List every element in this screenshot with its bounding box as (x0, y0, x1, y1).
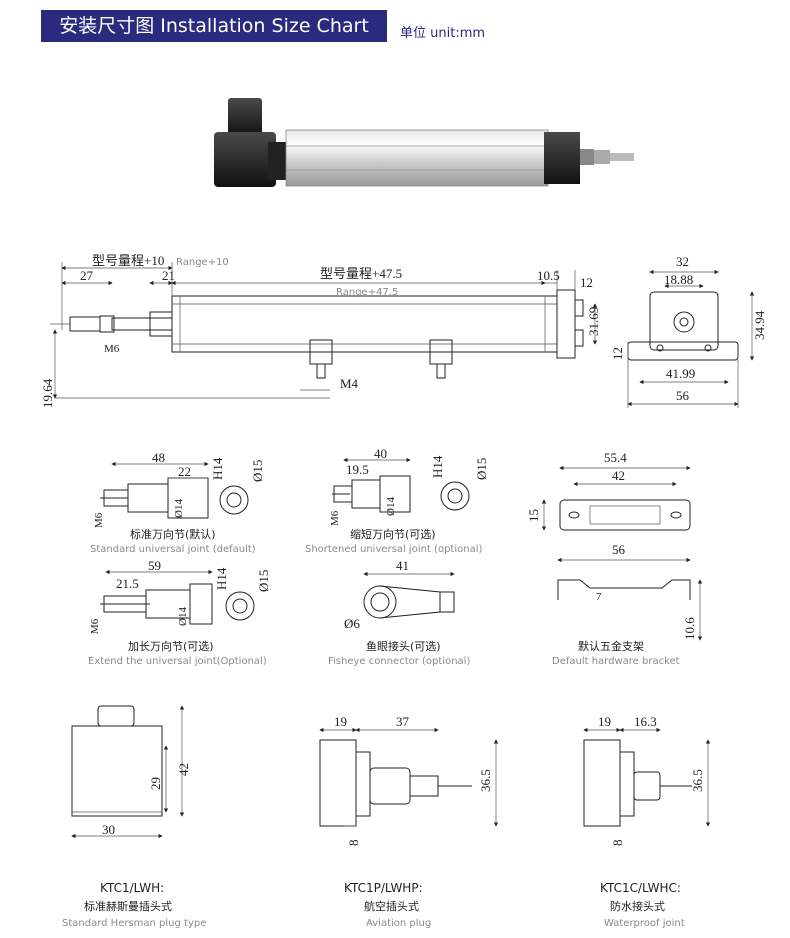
joint1-dim-h: H14 (210, 457, 225, 480)
plug1-caption-en: Standard Hersman plug type (62, 918, 206, 929)
joint1-caption-en: Standard universal joint (default) (90, 544, 256, 555)
dim-10-5: 10.5 (537, 268, 560, 283)
joint-standard-drawing (100, 461, 249, 519)
plug3-model: KTC1C/LWHC: (600, 881, 681, 895)
plug2-dim-37: 37 (396, 714, 410, 729)
dim-m4: M4 (340, 376, 359, 391)
plug1-caption-cn: 标准赫斯曼插头式 (84, 899, 172, 913)
plug3-dim-8: 8 (610, 840, 625, 847)
plug2-dim-8: 8 (346, 840, 361, 847)
end-view (627, 269, 755, 408)
bracket-drawing (541, 465, 703, 641)
plug3-dim-16-3: 16.3 (634, 714, 657, 729)
dim-31-69: 31.69 (586, 307, 601, 336)
dim-range10-cn: 型号量程+10 (92, 253, 164, 268)
sensor-photo (214, 98, 634, 187)
joint2-dim-b: 19.5 (346, 462, 369, 477)
joint2-dim-a: 40 (374, 446, 387, 461)
joint3-caption-en: Extend the universal joint(Optional) (88, 656, 267, 667)
dim-41-99: 41.99 (666, 366, 695, 381)
bracket-caption-cn: 默认五金支架 (578, 639, 644, 653)
dim-12-main: 12 (580, 275, 593, 290)
plug2-model: KTC1P/LWHP: (344, 881, 423, 895)
plug1-dim-42: 42 (176, 763, 191, 776)
joint1-dim-d14: Ø14 (173, 499, 185, 518)
joint1-dim-b: 22 (178, 464, 191, 479)
dim-m6-main: M6 (104, 343, 120, 355)
plug1-dim-30: 30 (102, 822, 115, 837)
joint3-dim-b: 21.5 (116, 576, 139, 591)
dim-56-end: 56 (676, 388, 690, 403)
plug-hersman-drawing (71, 705, 185, 839)
plug2-caption-en: Aviation plug (366, 918, 431, 929)
plug2-caption-cn: 航空插头式 (364, 899, 419, 913)
dim-range475-cn: 型号量程+47.5 (320, 266, 402, 281)
plug2-dim-19: 19 (334, 714, 347, 729)
bracket-dim-15: 15 (526, 509, 541, 522)
dim-34-94: 34.94 (752, 310, 767, 340)
bracket-dim-10-6: 10.6 (682, 617, 697, 640)
fisheye-dim-d6: Ø6 (344, 616, 360, 631)
joint1-caption-cn: 标准万向节(默认) (130, 527, 216, 541)
plug-waterproof-drawing (583, 727, 711, 827)
page-title: 安装尺寸图 Installation Size Chart (41, 10, 387, 42)
dim-32: 32 (676, 254, 689, 269)
unit-label: 单位 unit:mm (400, 26, 486, 41)
joint2-dim-d14: Ø14 (385, 497, 397, 516)
plug2-dim-36-5: 36.5 (478, 769, 493, 792)
fisheye-caption-en: Fisheye connector (optional) (328, 656, 470, 667)
plug3-caption-cn: 防水接头式 (610, 899, 665, 913)
joint2-dim-h: H14 (430, 455, 445, 478)
main-side-view (50, 262, 598, 399)
plug3-caption-en: Waterproof joint (604, 918, 685, 929)
joint3-dim-h: H14 (214, 567, 229, 590)
joint1-dim-a: 48 (152, 450, 165, 465)
joint3-dim-m6: M6 (89, 618, 101, 634)
bracket-dim-42: 42 (612, 468, 625, 483)
fisheye-dim-41: 41 (396, 558, 409, 573)
joint1-dim-d15: Ø15 (250, 460, 265, 482)
bracket-dim-7: 7 (596, 591, 602, 603)
joint3-dim-d14: Ø14 (177, 607, 189, 626)
joint2-caption-en: Shortened universal joint (optional) (305, 544, 482, 555)
bracket-caption-en: Default hardware bracket (552, 656, 680, 667)
dim-range475-en: Range+47.5 (336, 287, 398, 298)
dim-range10-en: Range+10 (176, 257, 229, 268)
joint2-caption-cn: 缩短万向节(可选) (350, 527, 436, 541)
plug-aviation-drawing (319, 727, 499, 827)
plug1-model: KTC1/LWH: (100, 881, 164, 895)
joint2-dim-m6: M6 (329, 510, 341, 526)
dim-21: 21 (162, 268, 175, 283)
fisheye-connector-drawing (363, 571, 455, 619)
joint2-dim-d15: Ø15 (474, 458, 489, 480)
joint3-caption-cn: 加长万向节(可选) (128, 639, 214, 653)
joint3-dim-d15: Ø15 (256, 570, 271, 592)
dim-12-end: 12 (610, 347, 625, 360)
fisheye-caption-cn: 鱼眼接头(可选) (366, 639, 441, 653)
plug3-dim-19: 19 (598, 714, 611, 729)
joint3-dim-a: 59 (148, 558, 161, 573)
joint-extended-drawing (100, 569, 255, 625)
dim-19-64: 19.64 (40, 378, 55, 408)
bracket-dim-55-4: 55.4 (604, 450, 627, 465)
joint1-dim-m6: M6 (93, 512, 105, 528)
plug1-dim-29: 29 (148, 777, 163, 790)
dim-18-88: 18.88 (664, 272, 693, 287)
dim-27: 27 (80, 268, 94, 283)
joint-short-drawing (332, 457, 470, 513)
plug3-dim-36-5: 36.5 (690, 769, 705, 792)
bracket-dim-56: 56 (612, 542, 626, 557)
